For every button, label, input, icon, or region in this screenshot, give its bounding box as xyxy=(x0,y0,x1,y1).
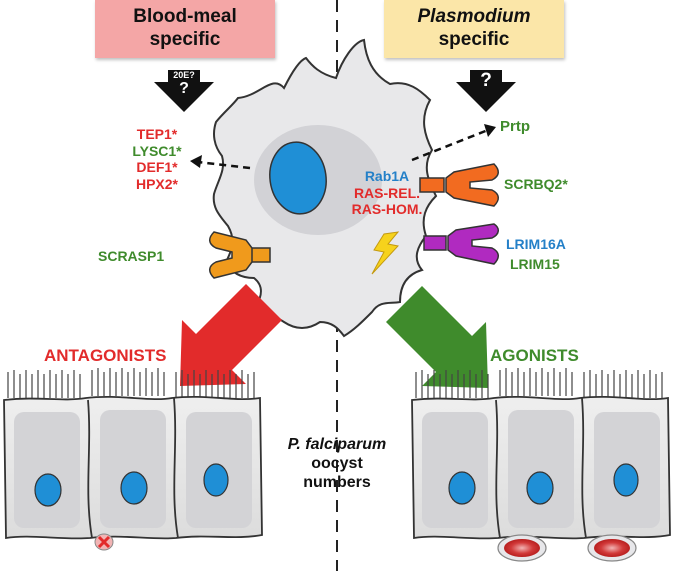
caption-oocyst: oocyst xyxy=(311,454,363,472)
blood-meal-specific-box: Blood-meal specific xyxy=(95,0,275,58)
blood-meal-gene-list: TEP1* LYSC1* DEF1* HPX2* xyxy=(118,126,196,192)
epithelial-nucleus xyxy=(448,471,476,505)
lightning-bolt xyxy=(371,231,400,275)
epithelial-nucleus xyxy=(120,471,148,505)
plasmodium-subtitle: specific xyxy=(438,29,510,50)
secretion-arrow-right xyxy=(411,124,496,162)
hemocyte-nucleus xyxy=(269,141,327,215)
epithelial-nucleus xyxy=(34,473,62,507)
blood-meal-subtitle: specific xyxy=(149,29,221,50)
gene-scrbq2: SCRBQ2* xyxy=(504,176,568,192)
agonist-arrow xyxy=(386,286,488,388)
left-question-mark: ? xyxy=(179,80,189,97)
gene-rab1a: Rab1A xyxy=(364,168,410,184)
blood-meal-title: Blood-meal xyxy=(133,6,237,28)
gene-def1: DEF1* xyxy=(136,159,178,176)
lrim16a-receptor xyxy=(423,223,499,265)
internal-gene-list: Rab1A RAS-REL. RAS-HOM. xyxy=(346,168,428,218)
plasmodium-specific-box: Plasmodium specific xyxy=(384,0,564,58)
antagonist-arrow xyxy=(180,284,282,386)
scrasp1-receptor xyxy=(209,231,271,279)
left-induction-arrow xyxy=(154,70,214,112)
gene-lrim16a: LRIM16A xyxy=(506,236,566,252)
secretion-arrow-left xyxy=(190,155,251,170)
antagonists-label: ANTAGONISTS xyxy=(44,346,167,365)
gene-lysc1: LYSC1* xyxy=(132,142,182,159)
gene-prtp: Prtp xyxy=(500,118,530,135)
oocyst-numbers-caption: P. falciparum oocyst numbers xyxy=(272,436,402,493)
gene-ras-rel: RAS-REL. xyxy=(353,184,421,201)
gene-ras-hom: RAS-HOM. xyxy=(351,201,423,218)
scrbq2-receptor xyxy=(419,163,499,207)
caption-numbers: numbers xyxy=(303,473,371,491)
gene-scrasp1: SCRASP1 xyxy=(98,248,165,264)
gene-lrim15: LRIM15 xyxy=(510,256,560,272)
plasmodium-title: Plasmodium xyxy=(417,6,531,28)
right-induction-arrow xyxy=(456,70,516,112)
right-question-mark: ? xyxy=(480,70,492,91)
epithelial-nucleus xyxy=(526,471,554,505)
gene-hpx2: HPX2* xyxy=(135,175,179,192)
epithelial-nucleus xyxy=(613,463,639,497)
agonists-label: AGONISTS xyxy=(490,346,579,365)
epithelial-nucleus xyxy=(203,463,229,497)
caption-species: P. falciparum xyxy=(287,436,387,453)
ecdysone-label: 20E? xyxy=(173,70,195,80)
left-midgut-epithelium xyxy=(3,368,263,551)
right-midgut-epithelium xyxy=(411,368,671,562)
oocyst xyxy=(594,539,630,557)
oocyst xyxy=(504,539,540,557)
gene-tep1: TEP1* xyxy=(136,126,178,142)
